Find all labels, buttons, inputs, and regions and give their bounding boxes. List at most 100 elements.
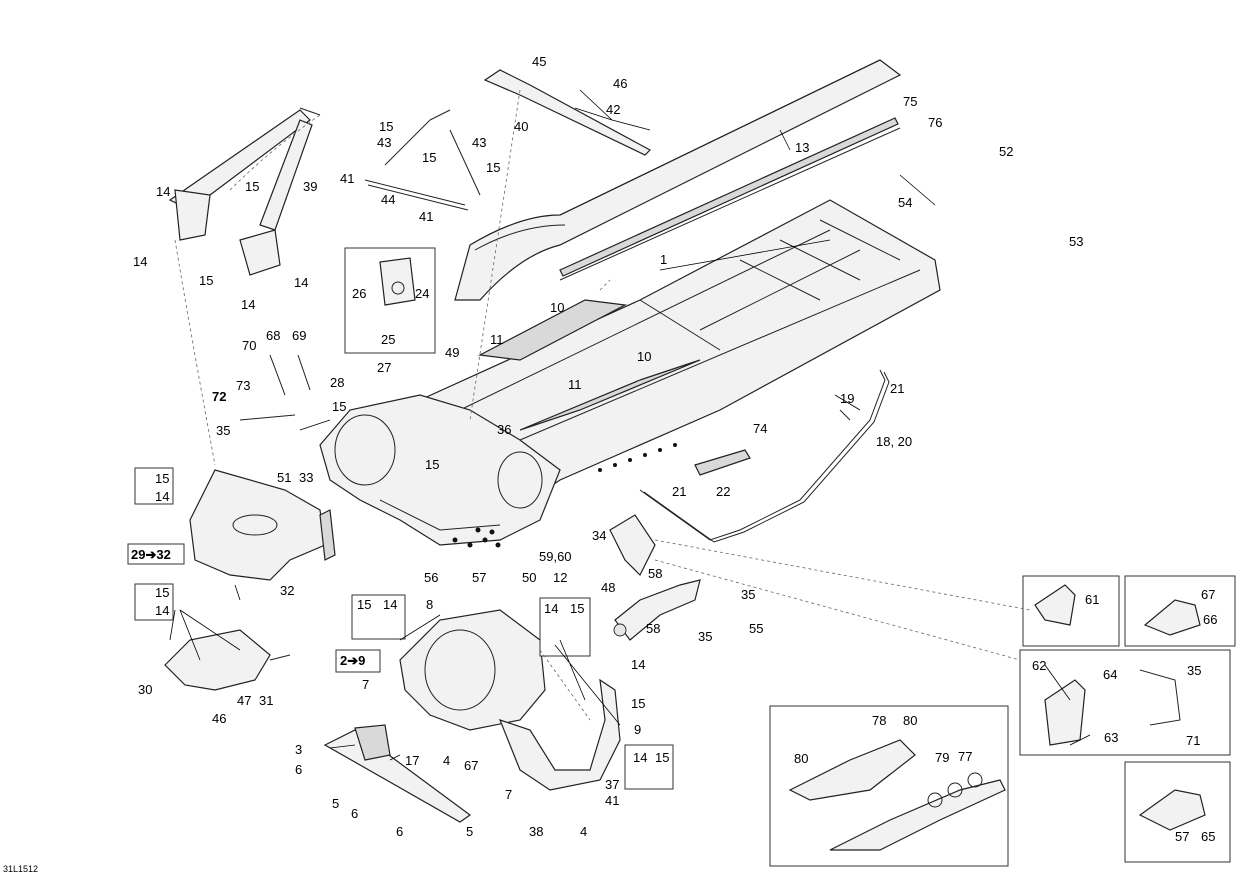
callout-52: 52 <box>999 144 1013 159</box>
callout-15: 15 <box>245 179 259 194</box>
callout-38: 38 <box>529 824 543 839</box>
skid-77-79 <box>829 772 1006 851</box>
brace-48-58 <box>613 579 701 641</box>
brace-34 <box>609 514 656 577</box>
callout-62: 62 <box>1032 658 1046 673</box>
callout-15: 15 <box>379 119 393 134</box>
callout-5: 5 <box>332 796 339 811</box>
detail-box-29-32 <box>127 543 185 565</box>
callout-71: 71 <box>1186 733 1200 748</box>
front-bulkhead <box>319 394 561 546</box>
callout-15: 15 <box>357 597 371 612</box>
callout-61: 61 <box>1085 592 1099 607</box>
tunnel-assembly <box>419 199 941 521</box>
callout-58: 58 <box>648 566 662 581</box>
callout-75: 75 <box>903 94 917 109</box>
callout-72: 72 <box>212 389 226 404</box>
callout-65: 65 <box>1201 829 1215 844</box>
callout-76: 76 <box>928 115 942 130</box>
callout-14: 14 <box>133 254 147 269</box>
callout-45: 45 <box>532 54 546 69</box>
callout-41: 41 <box>340 171 354 186</box>
detail-box-15-14-b <box>134 583 174 621</box>
callout-27: 27 <box>377 360 391 375</box>
callout-56: 56 <box>424 570 438 585</box>
callout-42: 42 <box>606 102 620 117</box>
callout-67: 67 <box>464 758 478 773</box>
callout-69: 69 <box>292 328 306 343</box>
callout-14: 14 <box>155 603 169 618</box>
callout-6: 6 <box>295 762 302 777</box>
callout-14: 14 <box>544 601 558 616</box>
callout-12: 12 <box>553 570 567 585</box>
guide-lines <box>174 89 1031 721</box>
callout-6: 6 <box>351 806 358 821</box>
callout-8: 8 <box>426 597 433 612</box>
callout-28: 28 <box>330 375 344 390</box>
detail-box-2-9 <box>335 649 381 673</box>
upper-brace-assembly <box>364 69 651 211</box>
callout-33: 33 <box>299 470 313 485</box>
callout-36: 36 <box>497 422 511 437</box>
rail-strip-76 <box>559 127 901 281</box>
callout-15: 15 <box>425 457 439 472</box>
front-frame-9 <box>498 678 621 791</box>
callout-22: 22 <box>716 484 730 499</box>
callout-15: 15 <box>570 601 584 616</box>
callout-10: 10 <box>550 300 564 315</box>
callout-18-20: 18, 20 <box>876 434 912 449</box>
callout-53: 53 <box>1069 234 1083 249</box>
callout-7: 7 <box>505 787 512 802</box>
callout-35: 35 <box>698 629 712 644</box>
callout-4: 4 <box>580 824 587 839</box>
detail-box-14-15-e <box>624 744 674 790</box>
callout-14: 14 <box>633 750 647 765</box>
rail-strip-75 <box>559 117 899 277</box>
callout-13: 13 <box>795 140 809 155</box>
callout-78: 78 <box>872 713 886 728</box>
callout-labels: 45 46 42 40 43 43 15 15 15 41 44 41 39 1… <box>131 54 1217 844</box>
callout-24: 24 <box>415 286 429 301</box>
callout-5: 5 <box>466 824 473 839</box>
callout-80: 80 <box>794 751 808 766</box>
callout-35: 35 <box>741 587 755 602</box>
callout-30: 30 <box>138 682 152 697</box>
callout-15: 15 <box>155 585 169 600</box>
callout-34: 34 <box>592 528 606 543</box>
callout-25: 25 <box>381 332 395 347</box>
callout-57: 57 <box>1175 829 1189 844</box>
component-30 <box>164 629 291 691</box>
callout-15: 15 <box>155 471 169 486</box>
callout-46: 46 <box>212 711 226 726</box>
callout-1: 1 <box>660 252 667 267</box>
callout-73: 73 <box>236 378 250 393</box>
callout-67: 67 <box>1201 587 1215 602</box>
diagram-code: 31L1512 <box>3 864 38 874</box>
callout-21: 21 <box>672 484 686 499</box>
callout-14: 14 <box>155 489 169 504</box>
lower-bracket-17 <box>354 724 391 761</box>
callout-37: 37 <box>605 777 619 792</box>
plate-65 <box>1138 789 1206 831</box>
callout-40: 40 <box>514 119 528 134</box>
callout-63: 63 <box>1104 730 1118 745</box>
callout-54: 54 <box>898 195 912 210</box>
callout-6: 6 <box>396 824 403 839</box>
callout-32: 32 <box>280 583 294 598</box>
callout-41: 41 <box>419 209 433 224</box>
rear-bumper-rail <box>639 369 890 543</box>
callout-50: 50 <box>522 570 536 585</box>
detail-box-14-15-d <box>539 597 591 657</box>
bracket-24 <box>379 257 416 306</box>
callout-47: 47 <box>237 693 251 708</box>
callout-43: 43 <box>472 135 486 150</box>
callout-14: 14 <box>383 597 397 612</box>
callout-70: 70 <box>242 338 256 353</box>
callout-55: 55 <box>749 621 763 636</box>
callout-43: 43 <box>377 135 391 150</box>
callout-14: 14 <box>294 275 308 290</box>
callout-29-32: 29➔32 <box>131 547 171 562</box>
callout-44: 44 <box>381 192 395 207</box>
callout-15: 15 <box>486 160 500 175</box>
callout-15: 15 <box>332 399 346 414</box>
